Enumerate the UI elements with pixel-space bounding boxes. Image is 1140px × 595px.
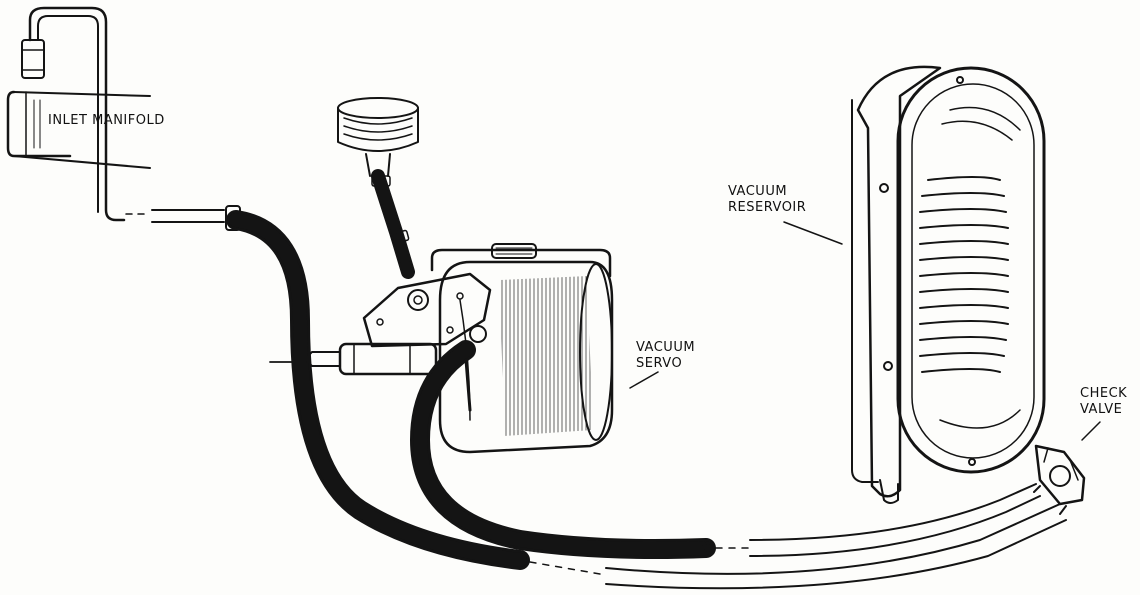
manifold-hose bbox=[225, 205, 601, 575]
vacuum-reservoir bbox=[851, 65, 1046, 504]
label-check-valve-line1: CHECK bbox=[1080, 386, 1128, 401]
air-filter bbox=[337, 97, 419, 279]
label-vacuum-servo-line2: SERVO bbox=[636, 356, 683, 371]
label-check-valve-line2: VALVE bbox=[1080, 402, 1123, 417]
label-vacuum-reservoir-line2: RESERVOIR bbox=[728, 200, 807, 215]
check-valve bbox=[1033, 444, 1086, 515]
label-inlet-manifold-text: INLET MANIFOLD bbox=[48, 113, 165, 128]
servo-hose bbox=[410, 340, 749, 559]
label-vacuum-servo: VACUUM SERVO bbox=[636, 340, 695, 372]
vacuum-servo bbox=[269, 243, 614, 454]
label-vacuum-reservoir-line1: VACUUM bbox=[728, 184, 788, 199]
inlet-manifold bbox=[6, 6, 225, 223]
lower-pipes bbox=[605, 483, 1067, 590]
label-inlet-manifold: INLET MANIFOLD bbox=[48, 113, 165, 129]
label-vacuum-reservoir: VACUUM RESERVOIR bbox=[728, 184, 806, 216]
label-vacuum-servo-line1: VACUUM bbox=[636, 340, 696, 355]
label-check-valve: CHECK VALVE bbox=[1080, 386, 1127, 418]
leader-lines bbox=[629, 221, 1101, 441]
